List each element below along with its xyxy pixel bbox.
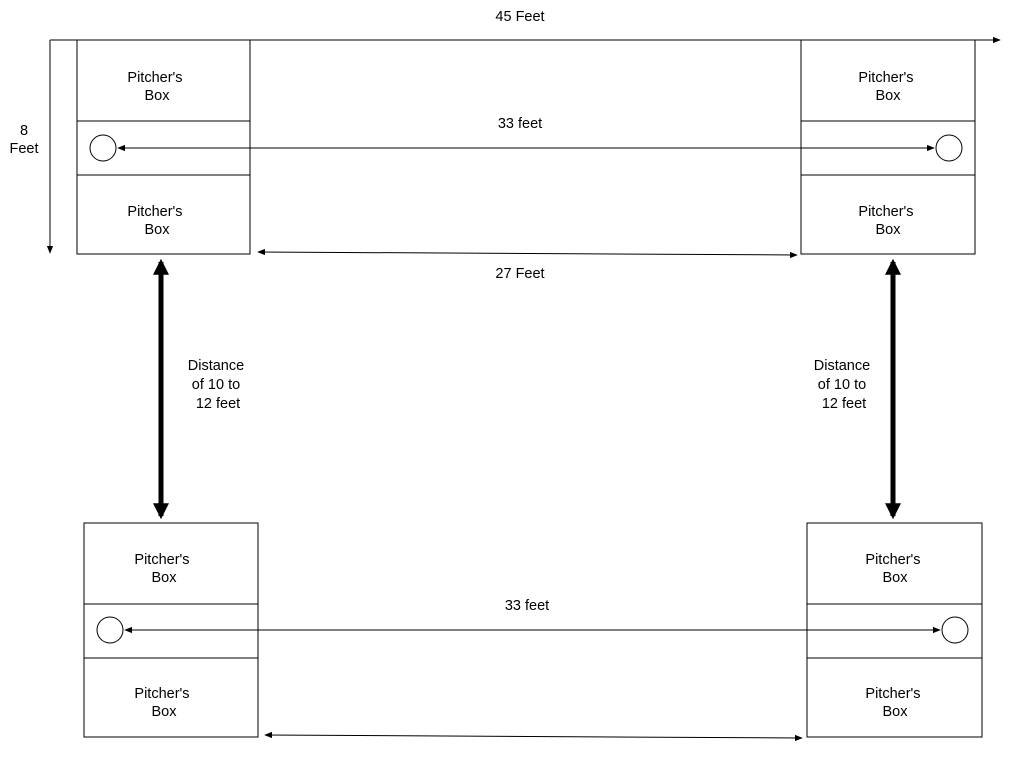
dimension-right-lane-separation: Distance of 10 to 12 feet bbox=[814, 258, 902, 520]
top-stake-distance-label: 33 feet bbox=[498, 116, 542, 132]
box-gap-arrow bbox=[257, 248, 798, 259]
box-label-line2: Box bbox=[876, 88, 902, 104]
bottom-stake-distance-label: 33 feet bbox=[505, 598, 549, 614]
box-label-line1: Pitcher's bbox=[134, 686, 189, 702]
pitchers-box-label: Pitcher's Box bbox=[127, 204, 186, 238]
dimension-bottom-33-feet: 33 feet bbox=[124, 598, 941, 634]
dimension-27-feet: 27 Feet bbox=[257, 248, 798, 282]
height-label-unit: Feet bbox=[9, 141, 38, 157]
lane-bottom-right: Pitcher's Box Pitcher's Box bbox=[806, 522, 983, 738]
pitchers-box-label: Pitcher's Box bbox=[865, 552, 924, 586]
dimension-45-feet: 45 Feet bbox=[50, 9, 1001, 44]
lane-separation-line1: Distance bbox=[814, 358, 870, 374]
stake-icon bbox=[935, 134, 963, 162]
stake-icon bbox=[96, 616, 124, 644]
box-label-line1: Pitcher's bbox=[858, 70, 913, 86]
lane-separation-line1: Distance bbox=[188, 358, 244, 374]
box-label-line2: Box bbox=[152, 704, 178, 720]
box-label-line2: Box bbox=[152, 570, 178, 586]
dimension-top-33-feet: 33 feet bbox=[117, 116, 935, 152]
box-label-line1: Pitcher's bbox=[127, 204, 182, 220]
box-gap-arrow bbox=[264, 731, 803, 742]
box-label-line1: Pitcher's bbox=[858, 204, 913, 220]
lane-separation-line3: 12 feet bbox=[196, 396, 240, 412]
pitchers-box-label: Pitcher's Box bbox=[127, 70, 186, 104]
box-gap-label: 27 Feet bbox=[495, 266, 544, 282]
dimension-bottom-gap bbox=[264, 731, 803, 742]
box-label-line1: Pitcher's bbox=[865, 552, 920, 568]
box-label-line1: Pitcher's bbox=[865, 686, 920, 702]
lane-separation-label: Distance of 10 to 12 feet bbox=[814, 358, 874, 412]
lane-separation-label: Distance of 10 to 12 feet bbox=[188, 358, 248, 412]
pitchers-box-label: Pitcher's Box bbox=[134, 552, 193, 586]
box-label-line2: Box bbox=[876, 222, 902, 238]
box-label-line2: Box bbox=[145, 88, 171, 104]
lane-bottom-left: Pitcher's Box Pitcher's Box bbox=[83, 522, 259, 738]
pitchers-box-label: Pitcher's Box bbox=[858, 204, 917, 238]
stake-icon bbox=[941, 616, 969, 644]
height-label-number: 8 bbox=[20, 123, 28, 139]
dimension-left-lane-separation: Distance of 10 to 12 feet bbox=[152, 258, 248, 520]
lane-separation-line2: of 10 to bbox=[192, 377, 240, 393]
pitchers-box-label: Pitcher's Box bbox=[134, 686, 193, 720]
pitchers-box-label: Pitcher's Box bbox=[858, 70, 917, 104]
pitchers-box-label: Pitcher's Box bbox=[865, 686, 924, 720]
lane-top-left: Pitcher's Box Pitcher's Box bbox=[76, 39, 251, 255]
width-label: 45 Feet bbox=[495, 9, 544, 25]
box-label-line2: Box bbox=[883, 704, 909, 720]
lane-separation-line3: 12 feet bbox=[822, 396, 866, 412]
box-label-line1: Pitcher's bbox=[127, 70, 182, 86]
lane-separation-line2: of 10 to bbox=[818, 377, 866, 393]
stake-icon bbox=[89, 134, 117, 162]
box-label-line1: Pitcher's bbox=[134, 552, 189, 568]
box-label-line2: Box bbox=[145, 222, 171, 238]
lane-top-right: Pitcher's Box Pitcher's Box bbox=[800, 39, 976, 255]
box-label-line2: Box bbox=[883, 570, 909, 586]
dimension-8-feet: 8 Feet bbox=[9, 40, 54, 254]
